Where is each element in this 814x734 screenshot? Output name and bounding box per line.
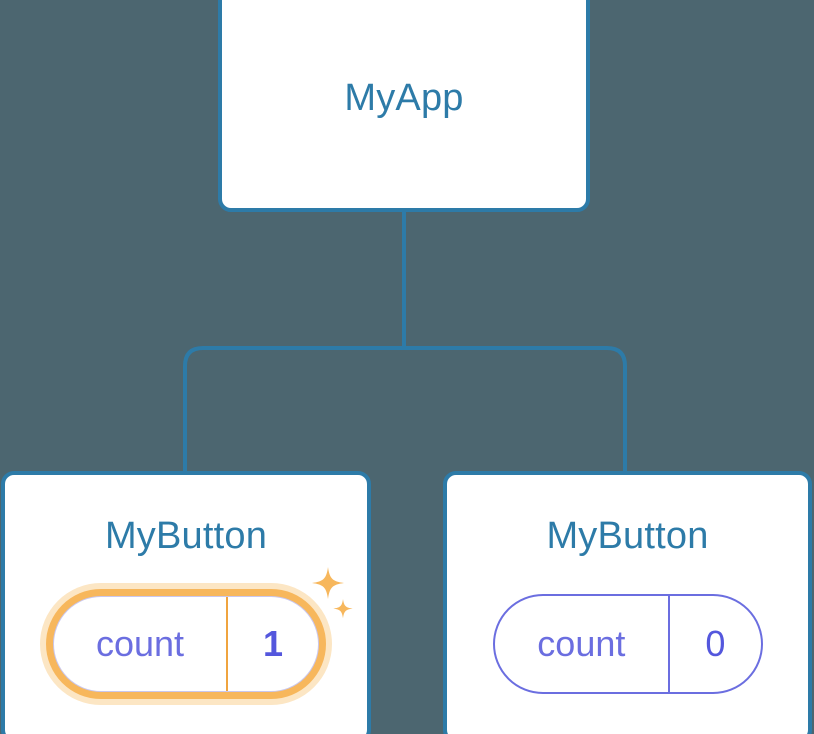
- state-pill-glow-0: count 1: [40, 583, 332, 705]
- node-child-mybutton-0[interactable]: MyButton count 1: [1, 471, 371, 734]
- state-pill-0[interactable]: count 1: [53, 596, 319, 692]
- sparkle-large-icon: [312, 567, 344, 599]
- state-key-0: count: [95, 623, 185, 664]
- node-child-mybutton-1[interactable]: MyButton count 0: [443, 471, 812, 734]
- state-pill-wrapper-0: count 1: [40, 567, 353, 705]
- node-child-0-title: MyButton: [104, 515, 268, 557]
- state-key-1: count: [537, 623, 626, 664]
- state-value-0: 1: [226, 597, 318, 691]
- node-root-title: MyApp: [344, 77, 464, 119]
- state-pill-1[interactable]: count 0: [492, 594, 763, 694]
- edge-root-to-child-0: [183, 346, 404, 478]
- state-pill-wrapper-1: count 0: [492, 594, 763, 694]
- node-root[interactable]: MyApp: [218, 0, 590, 212]
- state-pill-ring-0: count 1: [46, 589, 326, 699]
- edge-root-to-child-1: [404, 346, 627, 478]
- state-value-1: 0: [668, 596, 760, 692]
- node-child-1-title: MyButton: [546, 515, 709, 557]
- sparkle-small-icon: [333, 599, 353, 619]
